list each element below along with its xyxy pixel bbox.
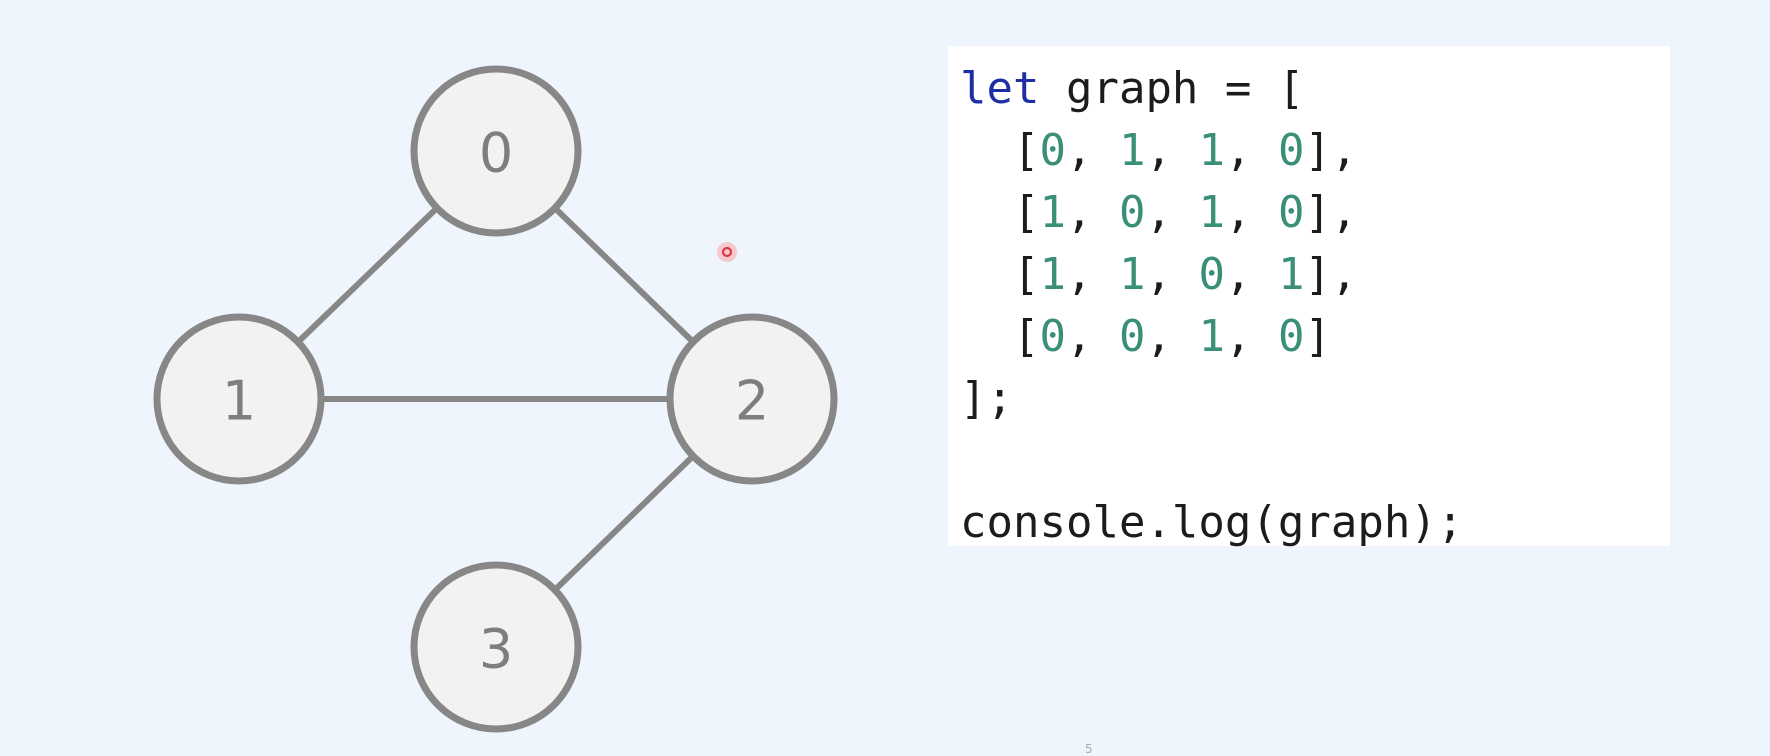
code-panel: let graph = [ [0, 1, 1, 0], [1, 0, 1, 0]… [948,46,1670,548]
code-line-declaration: let graph = [ [960,58,1463,120]
code-line-matrix-row: [0, 0, 1, 0] [960,311,1331,362]
matrix-cell: 1 [1118,125,1146,176]
matrix-cell: 0 [1118,187,1146,238]
matrix-cell: 1 [1118,249,1146,300]
code-line-close: ]; [960,373,1013,424]
matrix-cell: 1 [1198,311,1225,362]
declaration-rest: graph = [ [1039,63,1305,114]
edge-2-3 [551,453,697,593]
graph-node-2: 2 [666,313,838,485]
node-circle [410,561,582,733]
node-circle [666,313,838,485]
matrix-cell: 0 [1039,125,1066,176]
edge-0-2 [551,205,697,345]
matrix-lines: [0, 1, 1, 0], [1, 0, 1, 0], [1, 1, 0, 1]… [960,120,1463,368]
nodes-layer: 0 1 2 3 [153,65,838,733]
matrix-cell: 0 [1277,187,1305,238]
matrix-cell: 0 [1277,311,1305,362]
matrix-cell: 1 [1277,249,1305,300]
matrix-cell: 0 [1198,249,1225,300]
keyword-let: let [960,63,1040,114]
edges-layer [295,204,697,593]
graph-node-3: 3 [410,561,582,733]
node-circle [153,313,325,485]
matrix-cell: 0 [1039,311,1066,362]
cursor-pointer-icon [717,242,737,262]
matrix-cell: 1 [1198,187,1225,238]
node-label: 0 [479,122,513,185]
code-line-blank [960,430,1463,492]
page-number: 5 [1085,742,1093,756]
matrix-cell: 1 [1039,187,1066,238]
graph-diagram: 0 1 2 3 [153,65,838,733]
code-block: let graph = [ [0, 1, 1, 0], [1, 0, 1, 0]… [960,58,1463,554]
code-line-matrix-row: [1, 1, 0, 1], [960,249,1358,300]
matrix-cell: 0 [1277,125,1305,176]
node-label: 1 [222,370,256,433]
matrix-cell: 0 [1118,311,1146,362]
code-line-matrix-row: [1, 0, 1, 0], [960,187,1358,238]
graph-node-0: 0 [410,65,582,237]
code-line-console: console.log(graph); [960,497,1464,548]
edge-0-1 [295,204,440,346]
node-circle [410,65,582,237]
code-line-matrix-row: [0, 1, 1, 0], [960,125,1358,176]
graph-node-1: 1 [153,313,325,485]
node-label: 3 [479,618,513,681]
matrix-cell: 1 [1198,125,1225,176]
node-label: 2 [735,370,769,433]
matrix-cell: 1 [1039,249,1066,300]
